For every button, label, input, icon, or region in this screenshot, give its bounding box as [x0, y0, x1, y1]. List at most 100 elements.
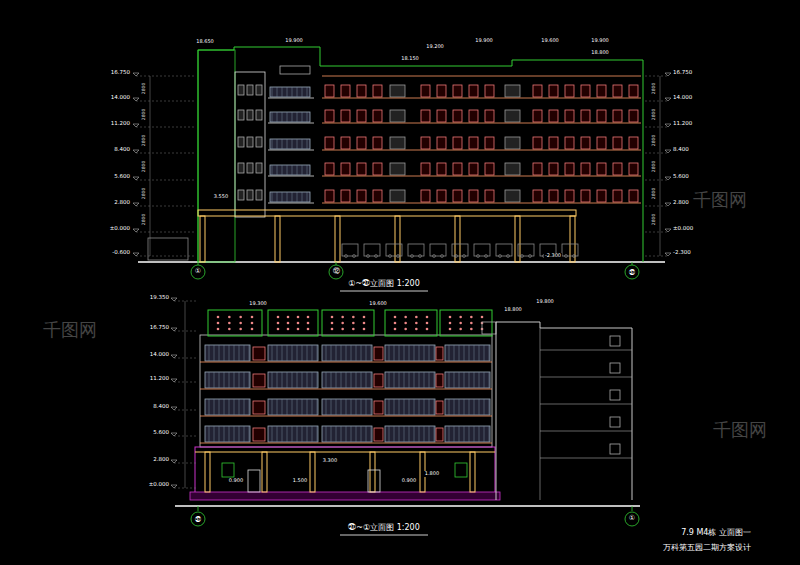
railing-bar — [297, 139, 298, 149]
railing-bar — [454, 345, 455, 361]
parked-car — [452, 244, 468, 256]
railing-bar — [356, 426, 357, 442]
railing-bar — [219, 399, 220, 415]
roof-structure — [280, 66, 310, 74]
car-wheel — [573, 255, 576, 258]
railing-bar — [302, 165, 303, 175]
balcony-panel — [505, 137, 520, 149]
railing-bar — [292, 345, 293, 361]
railing-bar — [317, 345, 318, 361]
railing-bar — [454, 399, 455, 415]
slab-line — [268, 150, 314, 151]
railing-bar — [282, 139, 283, 149]
balcony-panel — [390, 137, 405, 149]
railing-bar — [404, 345, 405, 361]
car-wheel — [345, 255, 348, 258]
railing-bar — [399, 345, 400, 361]
roof-structure — [482, 322, 496, 334]
dimension-value: 2800 — [143, 159, 148, 172]
window — [325, 190, 334, 202]
roof-elevation: 19.600 — [540, 38, 560, 44]
window — [610, 444, 620, 454]
window — [469, 190, 478, 202]
level-line — [645, 180, 668, 181]
railing-bar — [234, 399, 235, 415]
dimension-line — [150, 76, 151, 256]
railing-bar — [371, 399, 372, 415]
balcony-railing — [385, 372, 435, 388]
railing-bar — [292, 426, 293, 442]
railing-bar — [287, 165, 288, 175]
railing-bar — [424, 399, 425, 415]
floor-band — [322, 203, 641, 204]
railing-bar — [307, 139, 308, 149]
railing-bar — [331, 426, 332, 442]
parked-car — [562, 244, 578, 256]
vent-dot — [363, 316, 366, 319]
railing-bar — [302, 192, 303, 202]
railing-bar — [234, 372, 235, 388]
roof-elevation: 19.900 — [590, 38, 610, 44]
railing-bar — [449, 426, 450, 442]
vent-dot — [459, 316, 462, 319]
level-elevation: 14.000 — [149, 351, 170, 357]
level-mark — [665, 253, 671, 256]
railing-bar — [272, 139, 273, 149]
car-wheel — [565, 255, 568, 258]
dimension-value: 2800 — [653, 81, 658, 94]
vent-dot — [277, 328, 280, 331]
railing-bar — [209, 399, 210, 415]
vent-dot — [363, 322, 366, 325]
window — [610, 390, 620, 400]
window — [325, 163, 334, 175]
railing-bar — [307, 345, 308, 361]
car-wheel — [485, 255, 488, 258]
window — [421, 163, 430, 175]
railing-bar — [361, 399, 362, 415]
floor-line — [540, 350, 632, 351]
level-mark — [133, 150, 139, 153]
vent-dot — [239, 316, 242, 319]
window — [610, 336, 620, 346]
window — [469, 163, 478, 175]
axis-bubble — [191, 265, 205, 279]
vent-dot — [297, 328, 300, 331]
vent-dot — [277, 322, 280, 325]
level-elevation: 5.600 — [672, 173, 690, 179]
window — [325, 137, 334, 149]
railing-bar — [414, 426, 415, 442]
window — [421, 85, 430, 97]
window — [485, 137, 494, 149]
level-mark — [133, 124, 139, 127]
railing-bar — [459, 372, 460, 388]
window — [341, 163, 350, 175]
level-elevation: 8.400 — [113, 146, 131, 152]
dimension-line — [660, 76, 661, 256]
level-mark — [171, 355, 177, 358]
railing-bar — [351, 372, 352, 388]
railing-bar — [219, 345, 220, 361]
railing-bar — [419, 426, 420, 442]
railing-bar — [302, 345, 303, 361]
level-mark — [133, 229, 139, 232]
balcony-railing — [270, 192, 310, 202]
railing-bar — [277, 139, 278, 149]
vent-dot — [404, 328, 407, 331]
vent-dot — [341, 328, 344, 331]
parked-car — [518, 244, 534, 256]
level-line — [645, 127, 668, 128]
railing-bar — [459, 345, 460, 361]
railing-bar — [454, 372, 455, 388]
window — [533, 137, 542, 149]
level-elevation: 11.200 — [149, 375, 170, 381]
parapet-box — [268, 310, 318, 336]
dimension-value: 2800 — [653, 212, 658, 225]
railing-bar — [272, 399, 273, 415]
stair-window — [247, 163, 253, 173]
railing-bar — [302, 112, 303, 122]
balcony-railing — [385, 399, 435, 415]
car-wheel — [375, 255, 378, 258]
vent-dot — [352, 316, 355, 319]
vent-dot — [449, 322, 452, 325]
railing-bar — [317, 399, 318, 415]
